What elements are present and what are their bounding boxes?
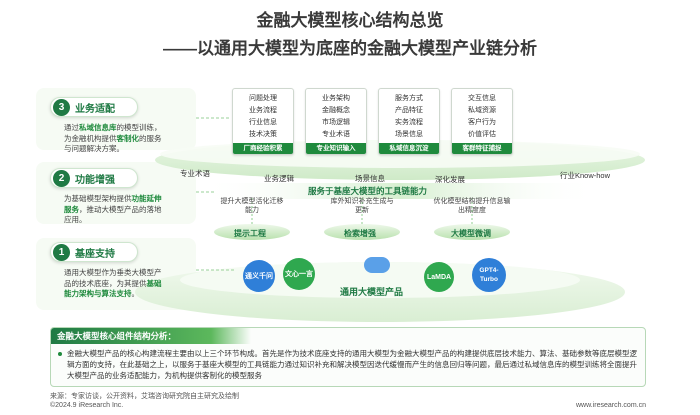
step-label: 功能增强	[75, 174, 115, 186]
step-description: 通过私域信息库的模型训练，为金融机构提供客制化的服务与问题解决方案。	[64, 123, 162, 153]
card-item: 技术决策	[249, 131, 277, 138]
analysis-box: 金融大模型核心组件结构分析： 金融大模型产品的核心构建流程主要由以上三个环节构成…	[50, 327, 646, 387]
card-item: 价值评估	[468, 131, 496, 138]
card-item: 专业术语	[322, 131, 350, 138]
tool-prompt-engineering: 提示工程	[234, 229, 266, 238]
cloud-icon	[364, 257, 390, 273]
tool-description: 库外知识补充生成与更新	[330, 198, 394, 214]
card-item: 业务流程	[249, 107, 277, 114]
model-bubble-lamda: LaMDA	[424, 262, 454, 292]
step-number: 2	[53, 169, 70, 187]
card-item: 金融概念	[322, 107, 350, 114]
ring-label: 行业Know-how	[560, 171, 611, 180]
model-bubble-tongyi: 通义千问	[243, 260, 275, 292]
card-item: 问题处理	[249, 95, 277, 102]
card-item: 产品特征	[395, 107, 423, 114]
card-item: 私域资源	[468, 107, 496, 114]
step-pill: 1 基座支持	[50, 242, 138, 262]
step-pill: 2 功能增强	[50, 168, 138, 188]
card-item: 市场逻辑	[322, 119, 350, 126]
step-description: 通用大模型作为垂类大模型产品的技术底座，为其提供基础能力架构与算法支持。	[64, 268, 162, 298]
tool-description: 优化模型结构提升信息输出精度度	[433, 198, 511, 214]
website-url: www.iresearch.com.cn	[575, 402, 646, 409]
card-vendor-experience: 问题处理 业务流程 行业信息 技术决策 厂商经验积累	[232, 88, 294, 155]
card-item: 服务方式	[395, 95, 423, 102]
tool-description: 提升大模型活化迁移能力	[220, 198, 284, 214]
bullet-dot	[58, 352, 62, 356]
card-footer: 厂商经验积累	[233, 143, 293, 154]
card-footer: 客群特征捕捉	[452, 143, 512, 154]
step-base-support: 1 基座支持 通用大模型作为垂类大模型产品的技术底座，为其提供基础能力架构与算法…	[50, 242, 168, 300]
card-item: 场景信息	[395, 131, 423, 138]
card-item: 实务流程	[395, 119, 423, 126]
middle-band	[200, 183, 600, 199]
card-footer: 私域信息沉淀	[379, 143, 439, 154]
copyright: ©2024.9 iResearch Inc.	[50, 402, 124, 409]
card-item: 交互信息	[468, 95, 496, 102]
page-subtitle: ——以通用大模型为底座的金融大模型产业链分析	[163, 39, 537, 58]
step-business-adaptation: 3 业务适配 通过私域信息库的模型训练，为金融机构提供客制化的服务与问题解决方案…	[50, 97, 168, 155]
card-private-info: 服务方式 产品特征 实务流程 场景信息 私域信息沉淀	[378, 88, 440, 155]
toolchain-title: 服务于基座大模型的工具链能力	[308, 186, 428, 196]
analysis-title: 金融大模型核心组件结构分析：	[51, 328, 251, 344]
card-item: 业务架构	[322, 95, 350, 102]
model-bubble-gpt4: GPT4-Turbo	[472, 258, 506, 292]
step-function-enhancement: 2 功能增强 为基础模型架构提供功能延伸服务，推动大模型产品的落地应用。	[50, 168, 168, 226]
model-bubble-wenxin: 文心一言	[283, 258, 315, 290]
step-pill: 3 业务适配	[50, 97, 138, 117]
card-footer: 专业知识输入	[306, 143, 366, 154]
tool-fine-tuning: 大模型微调	[451, 229, 491, 238]
card-customer-features: 交互信息 私域资源 客户行为 价值评估 客群特征捕捉	[451, 88, 513, 155]
analysis-text: 金融大模型产品的核心构建流程主要由以上三个环节构成。首先是作为技术底座支持的通用…	[67, 349, 637, 380]
card-professional-knowledge: 业务架构 金融概念 市场逻辑 专业术语 专业知识输入	[305, 88, 367, 155]
step-number: 3	[53, 98, 70, 116]
step-number: 1	[53, 243, 70, 261]
step-label: 基座支持	[75, 248, 115, 260]
step-description: 为基础模型架构提供功能延伸服务，推动大模型产品的落地应用。	[64, 194, 162, 224]
tool-retrieval-augmentation: 检索增强	[344, 229, 376, 238]
card-item: 客户行为	[468, 119, 496, 126]
core-model-label: 通用大模型产品	[340, 287, 404, 297]
source-note: 来源：专家访谈，公开资料，艾瑞咨询研究院自主研究及绘制	[50, 393, 239, 400]
ring-label: 业务逻辑	[264, 174, 294, 183]
step-label: 业务适配	[75, 103, 115, 115]
ring-label: 深化发展	[435, 175, 465, 184]
ring-label: 场景信息	[355, 174, 385, 183]
ring-label: 专业术语	[180, 169, 210, 178]
page-title: 金融大模型核心结构总览	[256, 11, 444, 30]
card-item: 行业信息	[249, 119, 277, 126]
